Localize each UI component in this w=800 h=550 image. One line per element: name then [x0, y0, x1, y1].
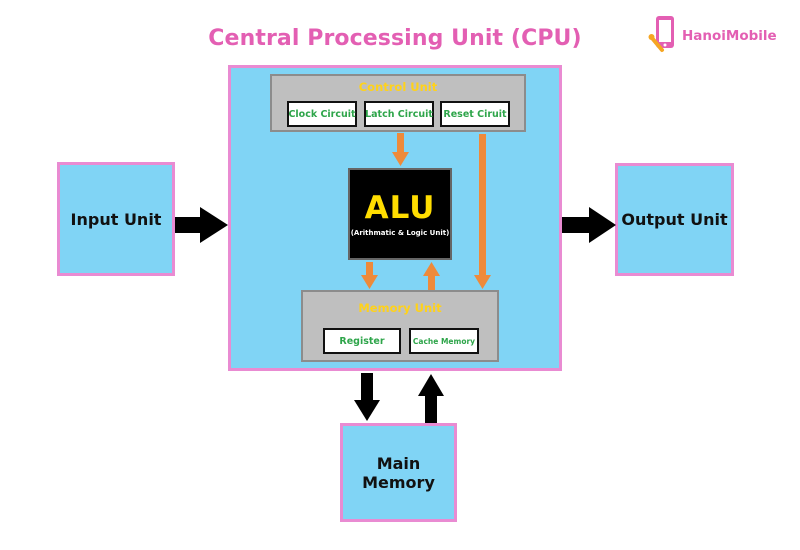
arrow-memory-to-alu [423, 262, 440, 290]
memory-unit: Memory Unit Register Cache Memory [301, 290, 499, 362]
memory-unit-label: Memory Unit [358, 301, 442, 315]
arrow-input-to-cpu [175, 207, 228, 243]
arrow-control-to-memory [474, 134, 491, 289]
arrow-alu-to-memory [361, 262, 378, 289]
arrow-control-to-alu [392, 133, 409, 166]
alu-box: ALU (Arithmatic & Logic Unit) [348, 168, 452, 260]
main-memory: Main Memory [340, 423, 457, 522]
arrow-main-memory-to-cpu [418, 374, 444, 423]
input-unit: Input Unit [57, 162, 175, 276]
output-unit: Output Unit [615, 163, 734, 276]
arrow-cpu-to-main-memory [354, 373, 380, 421]
reset-circuit: Reset Ciruit [440, 101, 510, 127]
arrow-cpu-to-output [562, 207, 616, 243]
phone-logo-icon [648, 16, 674, 52]
cache-memory: Cache Memory [409, 328, 479, 354]
clock-circuit: Clock Circuit [287, 101, 357, 127]
logo-text: HanoiMobile [682, 28, 777, 44]
control-unit-label: Control Unit [358, 80, 438, 94]
alu-label: ALU [364, 190, 436, 226]
register: Register [323, 328, 401, 354]
diagram-title: Central Processing Unit (CPU) [208, 26, 582, 51]
alu-sublabel: (Arithmatic & Logic Unit) [350, 229, 450, 237]
brand-logo: HanoiMobile [648, 14, 793, 60]
latch-circuit: Latch Circuit [364, 101, 434, 127]
control-unit: Control Unit Clock Circuit Latch Circuit… [270, 74, 526, 132]
